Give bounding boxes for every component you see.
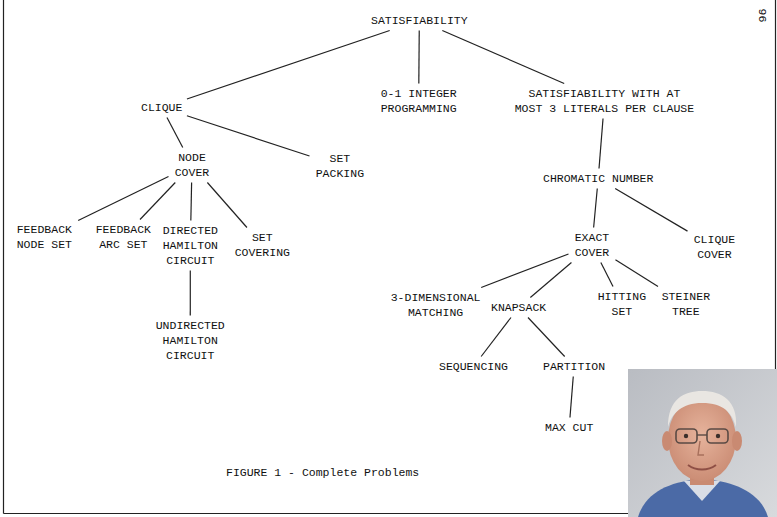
reduction-line [418,31,420,84]
reduction-line [187,31,390,99]
problem-node: SEQUENCING [436,358,511,375]
problem-name: SEQUENCING [439,359,508,374]
reduction-line [190,271,191,316]
reduction-line [599,119,603,169]
problem-node: PARTITION [540,358,608,375]
reduction-line [601,263,613,287]
reduction-line [481,318,511,357]
problem-name: SET PACKING [314,151,366,181]
reduction-line [594,189,598,228]
reduction-line [190,183,192,221]
problem-node: UNDIRECTED HAMILTON CIRCUIT [151,317,229,364]
reduction-line [78,176,168,220]
problem-node: CHROMATIC NUMBER [540,170,656,187]
problem-node: FEEDBACK ARC SET [91,221,156,253]
page-border-line [3,0,4,514]
problem-name: FEEDBACK NODE SET [15,222,74,252]
reduction-line [442,31,564,84]
problem-name: SATISFIABILITY [371,13,468,28]
problem-name: STEINER TREE [660,289,712,319]
figure-caption: FIGURE 1 - Complete Problems [226,465,419,480]
problem-node: MAX CUT [542,419,596,436]
portrait-photo [628,369,777,517]
problem-name: CHROMATIC NUMBER [543,171,653,186]
problem-node: HITTING SET [593,288,651,320]
problem-name: 3-DIMENSIONAL MATCHING [389,290,482,320]
problem-node: SET PACKING [311,150,369,182]
problem-name: MAX CUT [545,420,593,435]
problem-name: KNAPSACK [491,300,546,315]
reduction-line [615,189,687,232]
problem-name: PARTITION [543,359,605,374]
problem-node: EXACT COVER [570,229,614,261]
reduction-line [207,183,247,228]
problem-node: NODE COVER [170,149,214,181]
problem-name: DIRECTED HAMILTON CIRCUIT [161,223,220,268]
reduction-line [481,254,568,287]
problem-name: 0-1 INTEGER PROGRAMMING [379,86,458,116]
problem-name: SATISFIABILITY WITH AT MOST 3 LITERALS P… [513,86,696,116]
problem-node: STEINER TREE [657,288,715,320]
problem-node: SATISFIABILITY [368,12,471,29]
problem-name: CLIQUE [141,100,182,115]
reduction-line [530,263,571,298]
problem-name: SET COVERING [233,230,292,260]
problem-node: KNAPSACK [488,299,549,316]
reduction-line [528,318,565,357]
problem-name: FEEDBACK ARC SET [94,222,153,252]
reduction-line [140,183,175,220]
problem-name: EXACT COVER [573,230,611,260]
reduction-line [570,377,573,418]
problem-node: DIRECTED HAMILTON CIRCUIT [158,222,223,269]
problem-node: CLIQUE COVER [689,231,740,263]
problem-node: CLIQUE [138,99,185,116]
problem-node: 3-DIMENSIONAL MATCHING [386,289,485,321]
problem-node: 0-1 INTEGER PROGRAMMING [376,85,461,117]
reduction-line [167,118,183,148]
problem-node: FEEDBACK NODE SET [12,221,77,253]
page-number: 96 [755,9,770,23]
problem-node: SET COVERING [230,229,295,261]
problem-name: NODE COVER [173,150,211,180]
reduction-line [615,260,658,287]
problem-name: HITTING SET [596,289,648,319]
problem-name: CLIQUE COVER [692,232,737,262]
problem-node: SATISFIABILITY WITH AT MOST 3 LITERALS P… [510,85,699,117]
problem-name: UNDIRECTED HAMILTON CIRCUIT [154,318,226,363]
